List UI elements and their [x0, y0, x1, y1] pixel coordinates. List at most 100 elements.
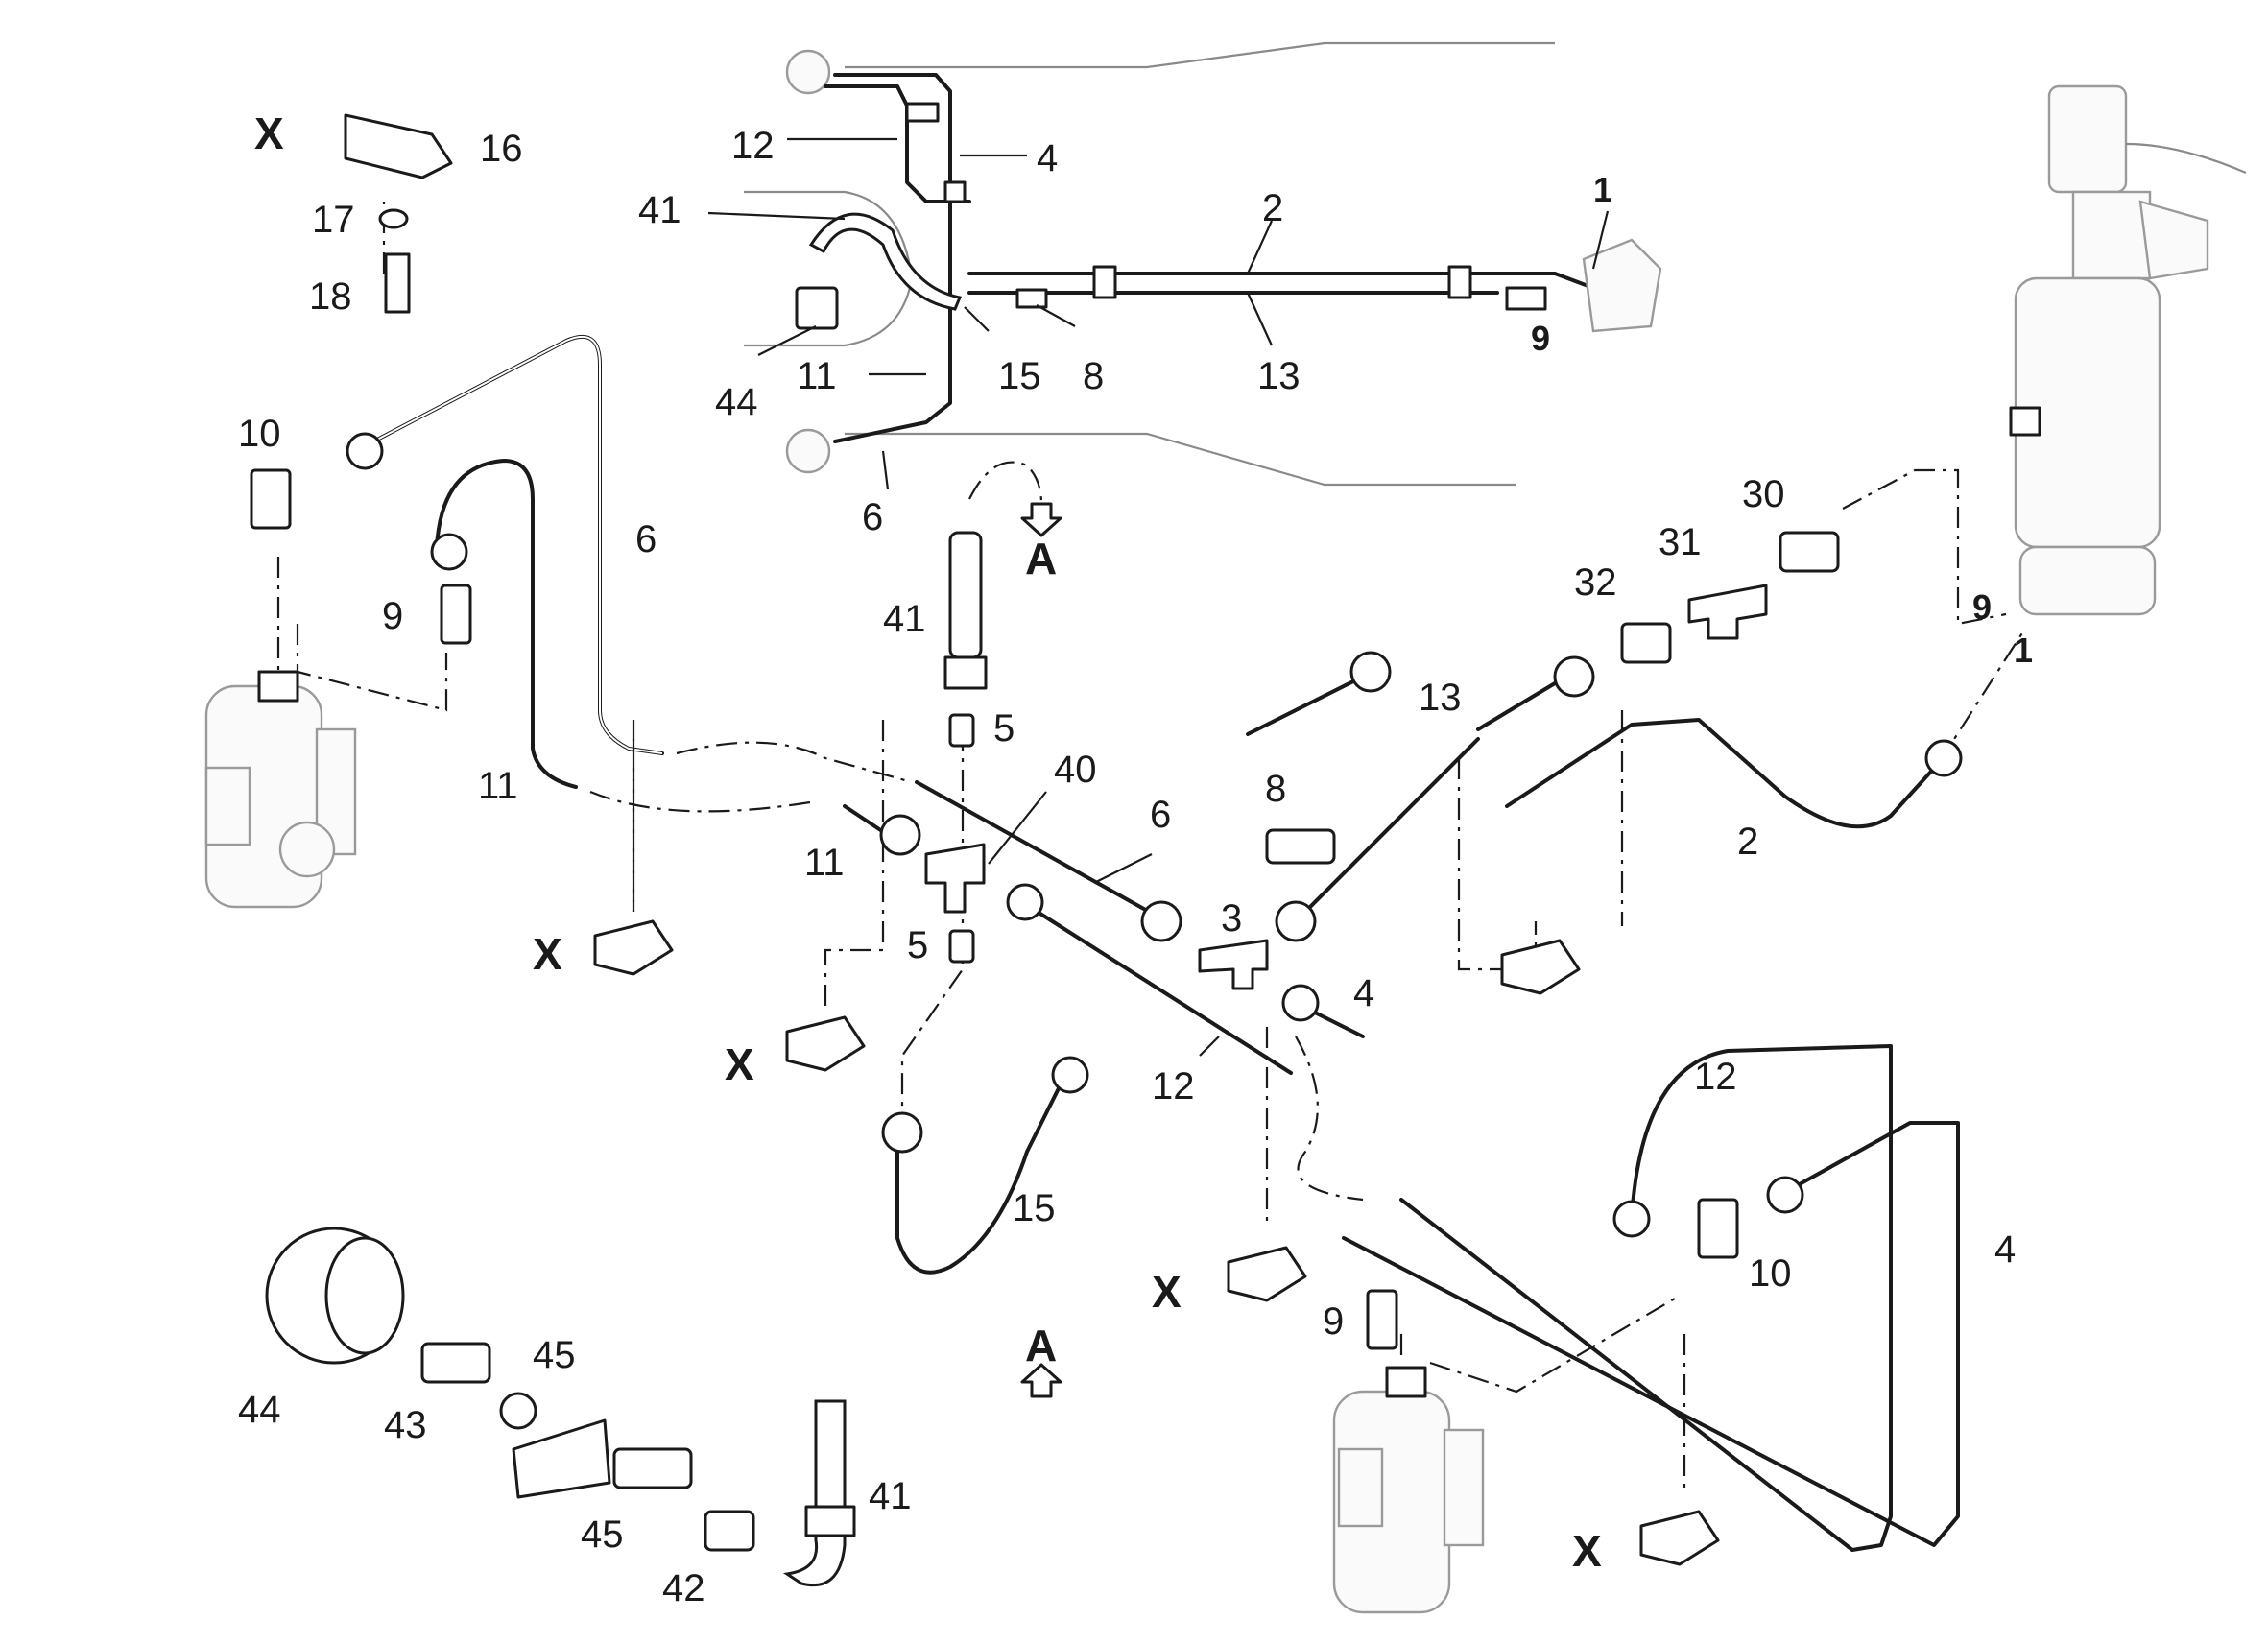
inset-outline-bottom [845, 432, 1516, 487]
callout-12-top: 12 [731, 125, 775, 167]
inset-pipe-2 [967, 272, 1595, 290]
inset-fixture-top [785, 49, 831, 95]
fitting-9-bottom [1366, 1289, 1398, 1350]
lead-6-top [881, 450, 890, 490]
left-cylinder-cap [315, 727, 357, 856]
hose-41-mid [948, 531, 983, 659]
marker-a-top: A [1025, 534, 1057, 584]
dash-valve-link [1842, 468, 2007, 626]
inset-clamp-3 [1092, 265, 1117, 299]
hose-41-bottom [782, 1399, 847, 1587]
lead-1-top [1591, 210, 1610, 270]
pipe-6-mid [915, 780, 1168, 923]
labels: 1 2 4 6 8 9 11 12 13 15 41 44 X 16 17 18… [238, 108, 2033, 1609]
callout-13-mid: 13 [1419, 677, 1462, 719]
clamp-x-right [1500, 939, 1581, 995]
inset-box-44 [795, 286, 839, 330]
accumulator-44-face [324, 1236, 405, 1355]
nut-45-a [499, 1392, 537, 1430]
marker-x-center: X [1152, 1267, 1182, 1317]
bottom-cylinder-bracket [1337, 1447, 1384, 1528]
bottom-cylinder-cap [1443, 1428, 1485, 1547]
hose-41-mid-fitting [943, 655, 988, 690]
nut-12-mid [1006, 883, 1044, 921]
callout-4-top: 4 [1037, 137, 1058, 179]
callout-15-low: 15 [1013, 1187, 1056, 1229]
plug-5-b [948, 929, 975, 964]
nut-4-mid [1281, 984, 1320, 1022]
adapter-43 [420, 1342, 491, 1384]
clamp-x-bottom [1639, 1510, 1720, 1566]
dash-bottom-cyl [1399, 1295, 1681, 1394]
callout-16: 16 [480, 128, 523, 170]
callout-4-mid: 4 [1353, 972, 1374, 1014]
lead-15-top [964, 306, 990, 332]
nut-13-top [1349, 651, 1392, 693]
callout-40: 40 [1054, 749, 1097, 791]
callout-41-top: 41 [638, 189, 681, 231]
inset-hose-41 [808, 212, 963, 311]
dash-6-link [676, 741, 913, 784]
valve-mount-plate [2138, 200, 2209, 280]
inset-detail [744, 41, 1662, 487]
pipe-4-lower [1342, 1121, 1960, 1547]
inset-pipe-4 [833, 73, 952, 443]
bottom-cylinder [1332, 1366, 1485, 1614]
nut-10-right [1766, 1176, 1804, 1214]
inset-fixture-bottom [785, 428, 831, 474]
nut-32 [1620, 622, 1672, 664]
tee-40 [924, 843, 986, 914]
inset-fitting-8 [1015, 288, 1048, 309]
callout-8-mid: 8 [1265, 768, 1286, 810]
callout-2-right: 2 [1737, 821, 1758, 863]
tee-31 [1687, 584, 1768, 640]
callout-9-bottom: 9 [1323, 1300, 1344, 1343]
callout-17: 17 [312, 199, 355, 241]
callout-1-right: 1 [2014, 631, 2033, 670]
hose-41-bottom-fitting [804, 1505, 856, 1537]
valve-motor-cable [2125, 142, 2247, 175]
callout-45-b: 45 [581, 1513, 624, 1556]
callout-44-bottom: 44 [238, 1389, 281, 1431]
nut-10-left [346, 432, 384, 470]
parts [250, 113, 1963, 1587]
callout-44-top: 44 [715, 381, 758, 423]
callout-30: 30 [1742, 473, 1785, 515]
pipe-11 [435, 459, 578, 789]
dash-11-clamp [824, 720, 885, 1008]
callout-9-top: 9 [1531, 319, 1550, 358]
callout-8-top: 8 [1083, 355, 1104, 397]
valve-motor [2047, 84, 2128, 194]
callout-6-top: 6 [862, 496, 883, 538]
callout-12-right: 12 [1694, 1056, 1737, 1098]
inset-clamp-4 [1447, 265, 1472, 299]
bottom-cylinder-fitting [1385, 1366, 1427, 1398]
nut-6-mid [1140, 900, 1182, 942]
elbow-10-left [250, 468, 292, 530]
dash-11-link [589, 790, 817, 813]
callout-10-left: 10 [238, 413, 281, 455]
lead-13-top [1246, 292, 1274, 346]
callout-5-b: 5 [907, 924, 928, 966]
arrow-a-top [1020, 502, 1062, 537]
adapter-30 [1779, 531, 1840, 573]
clamp-x-left [593, 919, 674, 976]
lead-2-top [1246, 220, 1274, 274]
pipe-15 [895, 1073, 1067, 1275]
nut-13-right [1553, 655, 1595, 698]
left-cylinder-fitting [257, 670, 299, 703]
union-8 [1265, 828, 1336, 865]
bolt-18 [384, 252, 411, 314]
dash-left-cyl [276, 557, 448, 712]
nut-15-top [1051, 1056, 1089, 1094]
inset-fitting-9 [1505, 286, 1547, 311]
clamp-16 [344, 113, 453, 179]
adapter-42 [704, 1510, 755, 1552]
callout-12-mid: 12 [1152, 1065, 1195, 1108]
nut-12-right [1612, 1200, 1651, 1238]
callout-11-left: 11 [478, 765, 518, 807]
pipe-2 [1505, 718, 1941, 829]
callout-13-top: 13 [1257, 355, 1301, 397]
dash-hose-a [968, 461, 1043, 505]
